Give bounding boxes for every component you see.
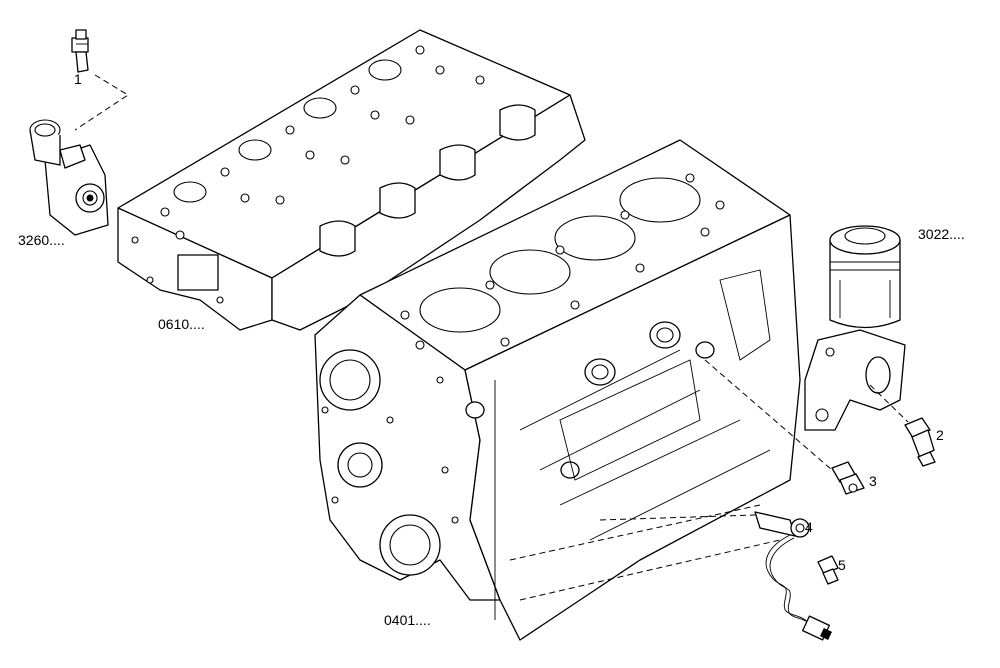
cylinder-head (117, 29, 586, 331)
callout-3: 3 (869, 473, 877, 489)
callout-ref-3022: 3022.... (918, 226, 965, 242)
oil-filter-assembly (804, 225, 906, 431)
callout-4: 4 (805, 519, 813, 535)
alignment-lines (509, 504, 781, 601)
thermostat-housing (29, 119, 109, 236)
bolt-5 (817, 555, 839, 585)
callout-ref-3260: 3260.... (18, 232, 65, 248)
callout-ref-0610: 0610.... (158, 316, 205, 332)
callout-ref-0401: 0401.... (384, 612, 431, 628)
oil-pressure-switch (904, 417, 936, 467)
leader-4 (599, 514, 756, 521)
callout-2: 2 (936, 427, 944, 443)
sensor-3 (831, 461, 865, 495)
leader-1 (74, 74, 129, 131)
callout-1: 1 (74, 71, 82, 87)
cylinder-block (314, 139, 801, 641)
leader-3 (704, 359, 833, 471)
temperature-sender (71, 29, 89, 73)
leader-2 (869, 384, 909, 423)
speed-sensor (754, 511, 832, 641)
callout-5: 5 (838, 557, 846, 573)
